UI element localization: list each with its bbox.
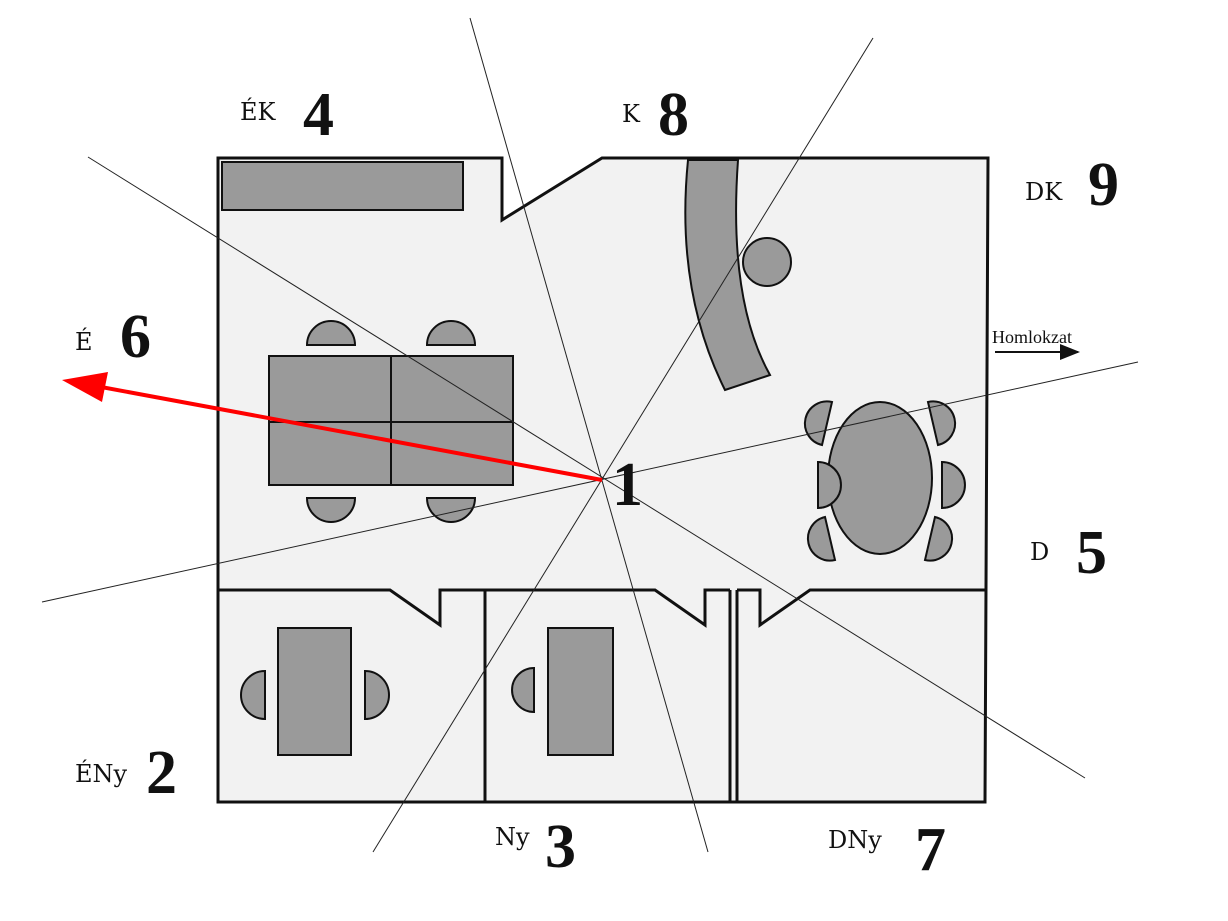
facade-label: Homlokzat (992, 327, 1072, 347)
sector-label-ek: ÉK 4 (240, 81, 334, 149)
north-direction-arrow (62, 372, 603, 482)
chair (806, 515, 837, 562)
center-label: 1 (612, 451, 643, 519)
direction-label: É (75, 327, 93, 356)
sector-number: 7 (915, 816, 946, 884)
sector-number: 5 (1076, 519, 1107, 587)
sector-lines (41, 17, 1139, 853)
sector-label-e: É 6 (75, 303, 151, 371)
direction-label: DNy (828, 826, 882, 854)
chair (305, 320, 357, 346)
desk-group (268, 320, 514, 523)
chair (425, 497, 477, 523)
sector-number: 8 (658, 81, 689, 149)
walls (216, 156, 990, 804)
sector-number: 3 (545, 813, 576, 881)
sector-label-eny: ÉNy 2 (75, 739, 177, 807)
round-table (742, 237, 792, 287)
sector-number: 9 (1088, 151, 1119, 219)
sector-label-d: D 5 (1030, 519, 1107, 587)
sector-label-dny: DNy 7 (828, 816, 946, 884)
direction-label: Ny (495, 823, 530, 851)
facade-indicator: Homlokzat (992, 327, 1080, 360)
sector-number: 2 (146, 739, 177, 807)
direction-label: DK (1025, 178, 1063, 206)
chair (817, 460, 842, 510)
cabinet (221, 161, 464, 211)
sector-label-k: K 8 (622, 81, 689, 149)
chair (926, 400, 957, 447)
office-desk-middle (511, 627, 614, 756)
sector-label-ny: Ny 3 (495, 813, 576, 881)
floor-area (218, 158, 988, 802)
direction-label: ÉK (240, 97, 277, 126)
chair (941, 460, 966, 510)
direction-label: D (1030, 538, 1049, 566)
chair (305, 497, 357, 523)
direction-label: K (622, 100, 641, 128)
office-desk-left (240, 627, 390, 756)
chair (803, 400, 834, 447)
chair (923, 515, 954, 562)
direction-label: ÉNy (75, 759, 128, 788)
sector-label-dk: DK 9 (1025, 151, 1119, 219)
meeting-table-group (803, 400, 966, 562)
sector-number: 6 (120, 303, 151, 371)
chair (425, 320, 477, 346)
sector-number: 4 (303, 81, 334, 149)
